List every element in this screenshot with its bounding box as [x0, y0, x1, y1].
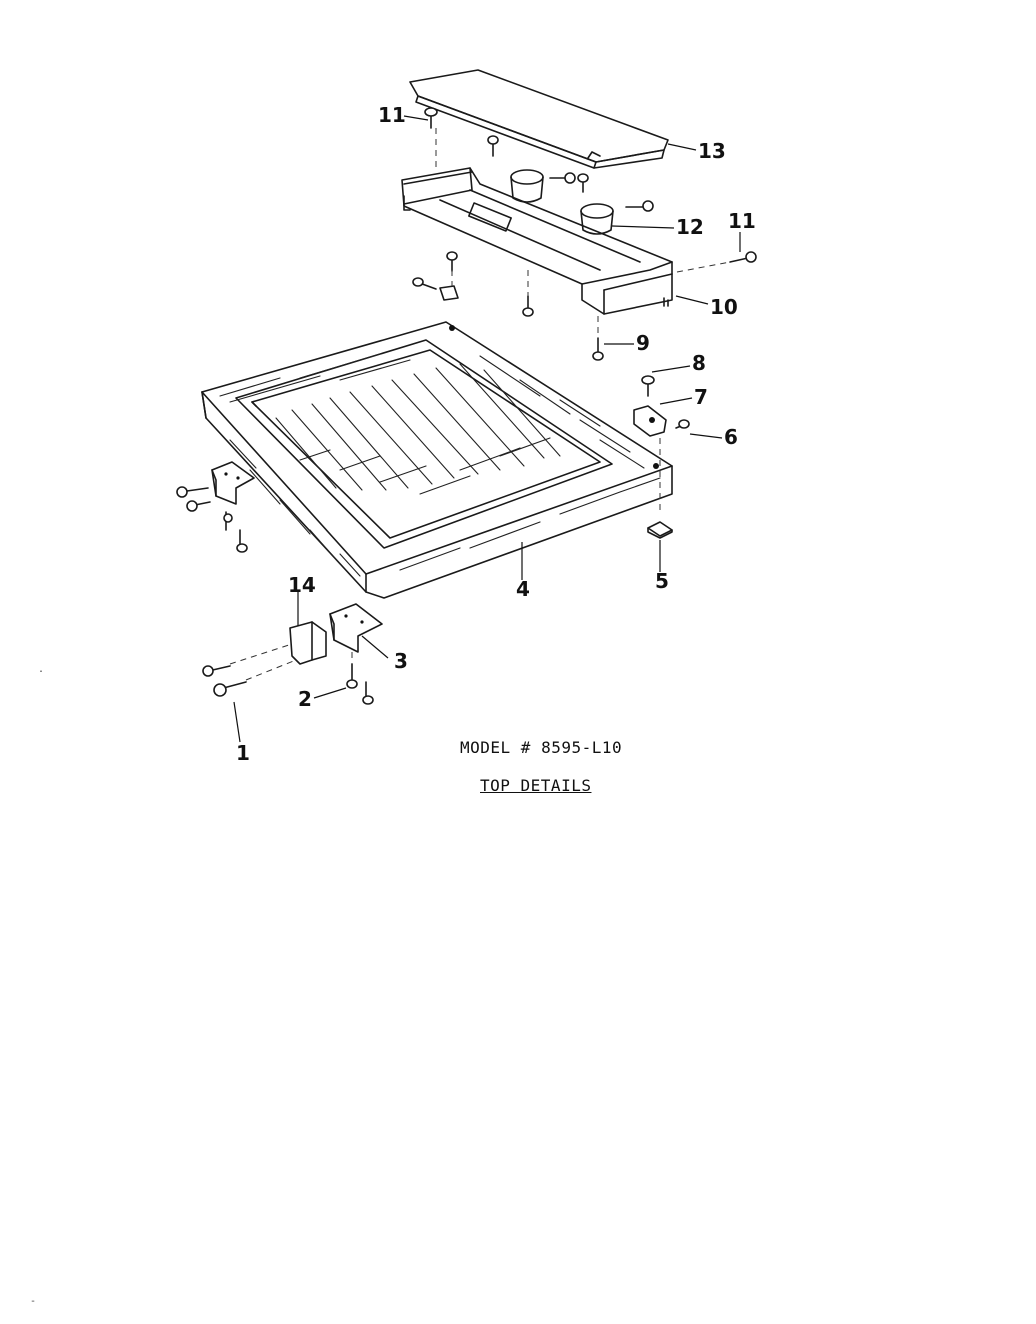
- right-clamp-hardware: [633, 375, 690, 539]
- callout-11-top-left: 11: [378, 103, 406, 127]
- scan-speck: -: [30, 1296, 37, 1307]
- callout-5: 5: [655, 569, 669, 593]
- lower-screws: [202, 643, 374, 705]
- leader-lines: [233, 115, 741, 743]
- callout-10: 10: [710, 295, 738, 319]
- callout-14: 14: [288, 573, 316, 597]
- callout-12: 12: [676, 215, 704, 239]
- assembly-lines-upper: [435, 128, 731, 338]
- scan-speck: .: [38, 664, 45, 675]
- callout-9: 9: [636, 331, 650, 355]
- callout-2: 2: [298, 687, 312, 711]
- part-10-tray-assembly: [401, 167, 673, 315]
- part-13-cover-strip: [409, 69, 669, 169]
- callout-6: 6: [724, 425, 738, 449]
- tray-screws: [412, 107, 757, 361]
- part-4-table-top: [201, 321, 673, 599]
- callout-7: 7: [694, 385, 708, 409]
- callout-1: 1: [236, 741, 250, 765]
- section-title: TOP DETAILS: [480, 776, 592, 795]
- callout-3: 3: [394, 649, 408, 673]
- left-bracket-upper: [176, 461, 255, 553]
- model-number-caption: MODEL # 8595-L10: [460, 738, 623, 757]
- part-14-bracket: [289, 621, 327, 665]
- callout-8: 8: [692, 351, 706, 375]
- callout-13: 13: [698, 139, 726, 163]
- callout-11-right: 11: [728, 209, 756, 233]
- callout-4: 4: [516, 577, 530, 601]
- part-3-bracket: [329, 603, 383, 653]
- part-12-bumper: [510, 169, 614, 235]
